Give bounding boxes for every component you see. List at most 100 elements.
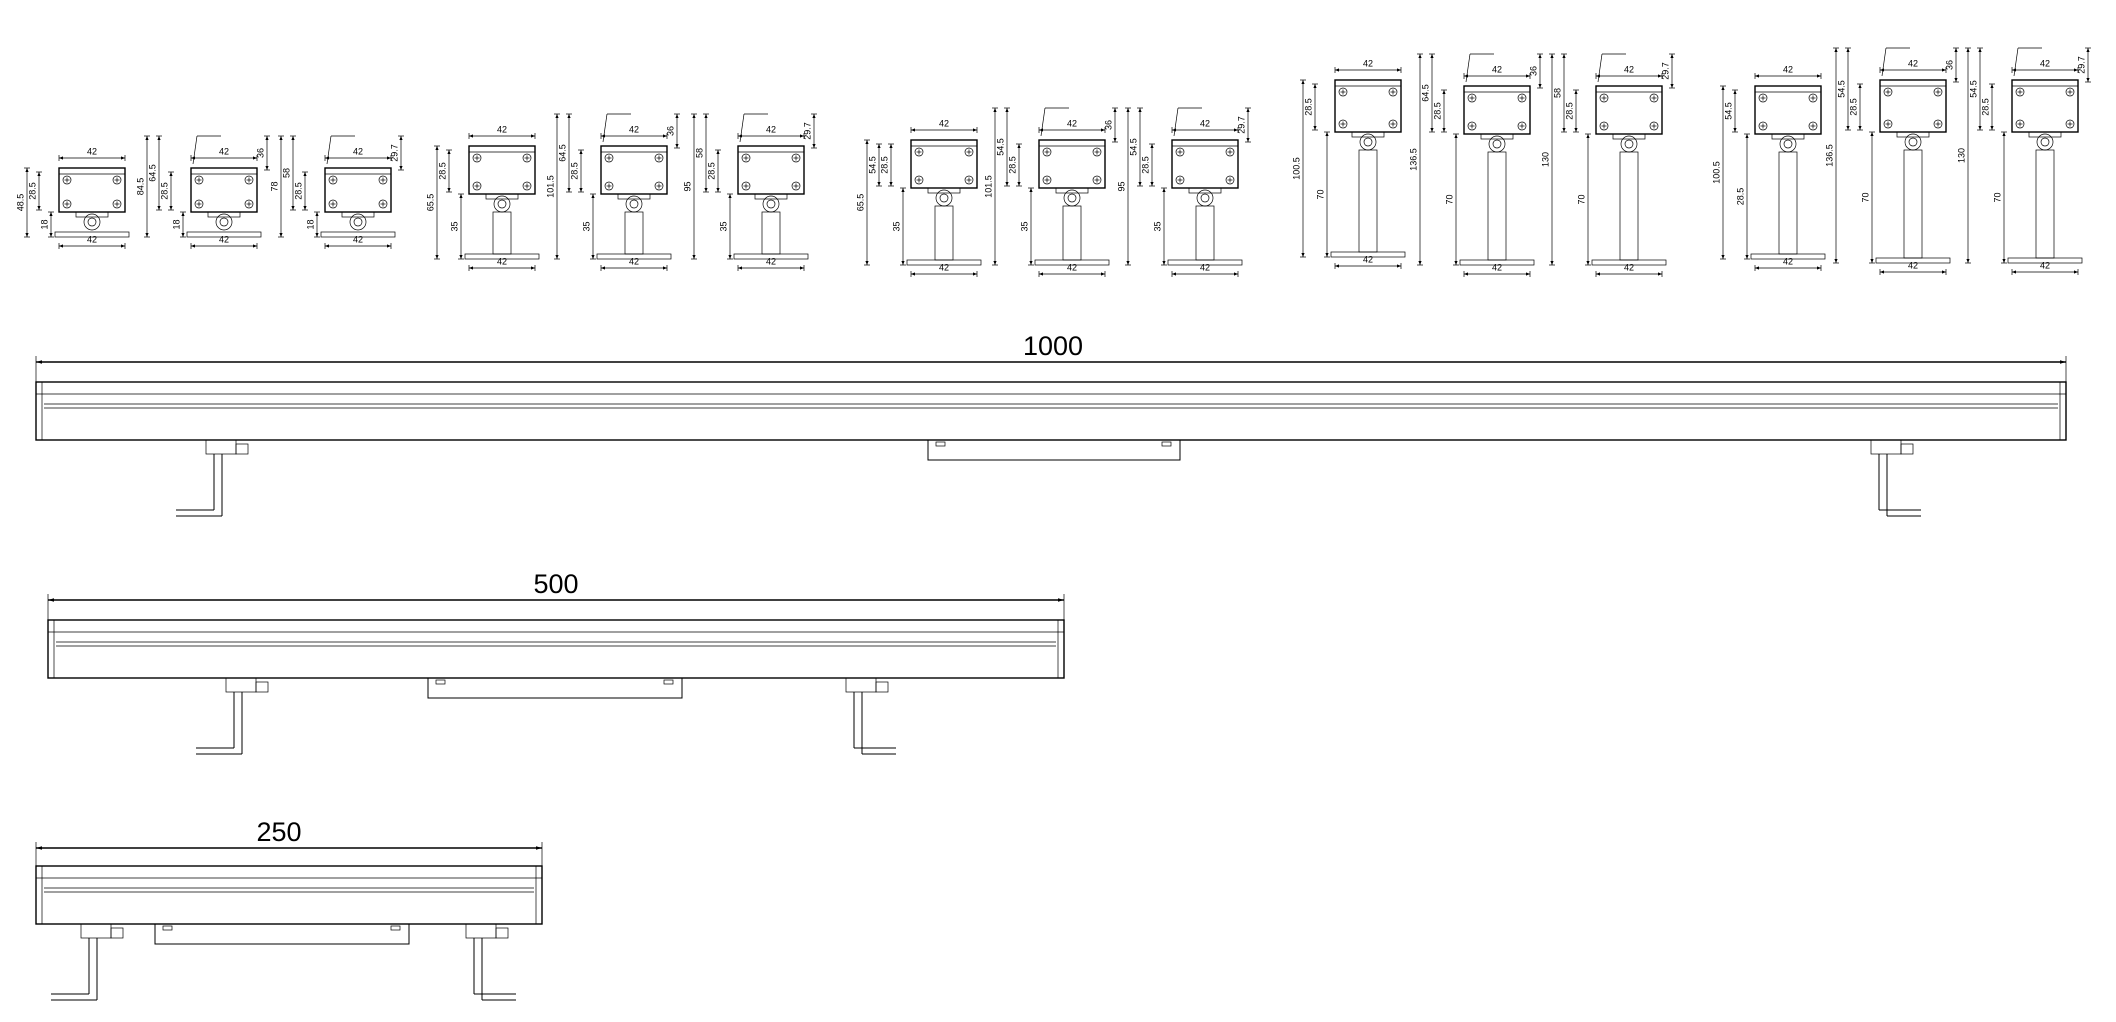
swivel-bolt [219,217,229,227]
swivel-joint [1488,135,1506,153]
swivel-bolt [629,199,639,209]
dimension-label: 28.5 [1980,98,1990,116]
screw-head [62,175,72,185]
dimension-label: 35 [449,221,459,231]
bracket-knob [495,927,509,939]
dimension-label: 35 [1152,221,1162,231]
screw-head [1338,119,1348,129]
screw-head [1808,93,1818,103]
screw-head [112,175,122,185]
mount-plate [617,193,651,200]
fixture-head [1038,139,1106,189]
base-plate [186,231,262,238]
dimension-label: 42 [1783,64,1793,74]
screw-head [522,181,532,191]
dimension-label: 70 [1860,192,1870,202]
dimension-label: 42 [1624,64,1634,74]
dimension-label: 48.5 [15,194,25,212]
screw-head [328,175,338,185]
dimension-label: 42 [1067,262,1077,272]
screw-head [914,175,924,185]
screw-head [1599,93,1609,103]
base-plate [1330,251,1406,258]
base-plate [1875,257,1951,264]
dimension-label: 42 [497,124,507,134]
fixture-head [1171,139,1239,189]
screw-head [244,175,254,185]
bracket-clamp [225,677,257,693]
bracket-knob [255,681,269,693]
length-view-500: 500 [47,569,1065,755]
support-column [761,211,781,255]
screw-head [791,153,801,163]
mounting-bracket-1 [51,923,124,1001]
fixture-head [190,167,258,213]
screw-head [1225,175,1235,185]
swivel-joint [1779,135,1797,153]
mount-plate [75,211,109,218]
dimension-label: 130 [1540,152,1550,167]
mount-plate [341,211,375,218]
dimension-label: 28.5 [1735,188,1745,206]
fixture-head [600,145,668,195]
mount-plate [1771,133,1805,140]
mount-plate [927,187,961,194]
dimension-label: 42 [766,256,776,266]
screw-head [1649,121,1659,131]
mount-plate [1896,131,1930,138]
swivel-joint [1063,189,1081,207]
screw-head [654,153,664,163]
screw-head [2015,87,2025,97]
support-column [624,211,644,255]
bracket-arm [1597,53,1603,83]
base-plate [733,253,809,260]
screw-head [378,199,388,209]
screw-head [1042,175,1052,185]
support-column [1358,149,1378,253]
dimension-label: 42 [1908,260,1918,270]
screw-head [112,199,122,209]
bracket-clamp [845,677,877,693]
screw-head [194,199,204,209]
bracket-arm [1465,53,1471,83]
bracket-arm [326,135,332,165]
fixture-head [910,139,978,189]
base-plate [54,231,130,238]
dimension-label: 42 [629,256,639,266]
swivel-joint [2036,133,2054,151]
screw-head [654,181,664,191]
dimension-label: 28.5 [706,162,716,180]
dimension-label: 42 [1200,118,1210,128]
swivel-bolt [2040,137,2050,147]
swivel-joint [1359,133,1377,151]
dimension-label: 28.5 [1564,102,1574,120]
dimension-label: 65.5 [855,194,865,212]
dimension-label: 28.5 [1140,156,1150,174]
dimension-label: 42 [219,146,229,156]
dimension-label: 42 [1492,262,1502,272]
dimension-label: 28.5 [1007,156,1017,174]
dimension-label: 28.5 [569,162,579,180]
fixture-head [2011,79,2079,133]
dimension-label: 130 [1956,148,1966,163]
fixture-head [58,167,126,213]
dimension-label: 35 [718,221,728,231]
base-plate [1459,259,1535,266]
bar-body [35,865,543,925]
dimension-label: 28.5 [27,182,37,200]
dimension-label: 36 [1944,60,1954,70]
screw-head [1175,175,1185,185]
screw-head [914,147,924,157]
screw-head [1388,87,1398,97]
swivel-bolt [1492,139,1502,149]
dimension-label: 29.7 [802,122,812,140]
support-column [934,205,954,261]
